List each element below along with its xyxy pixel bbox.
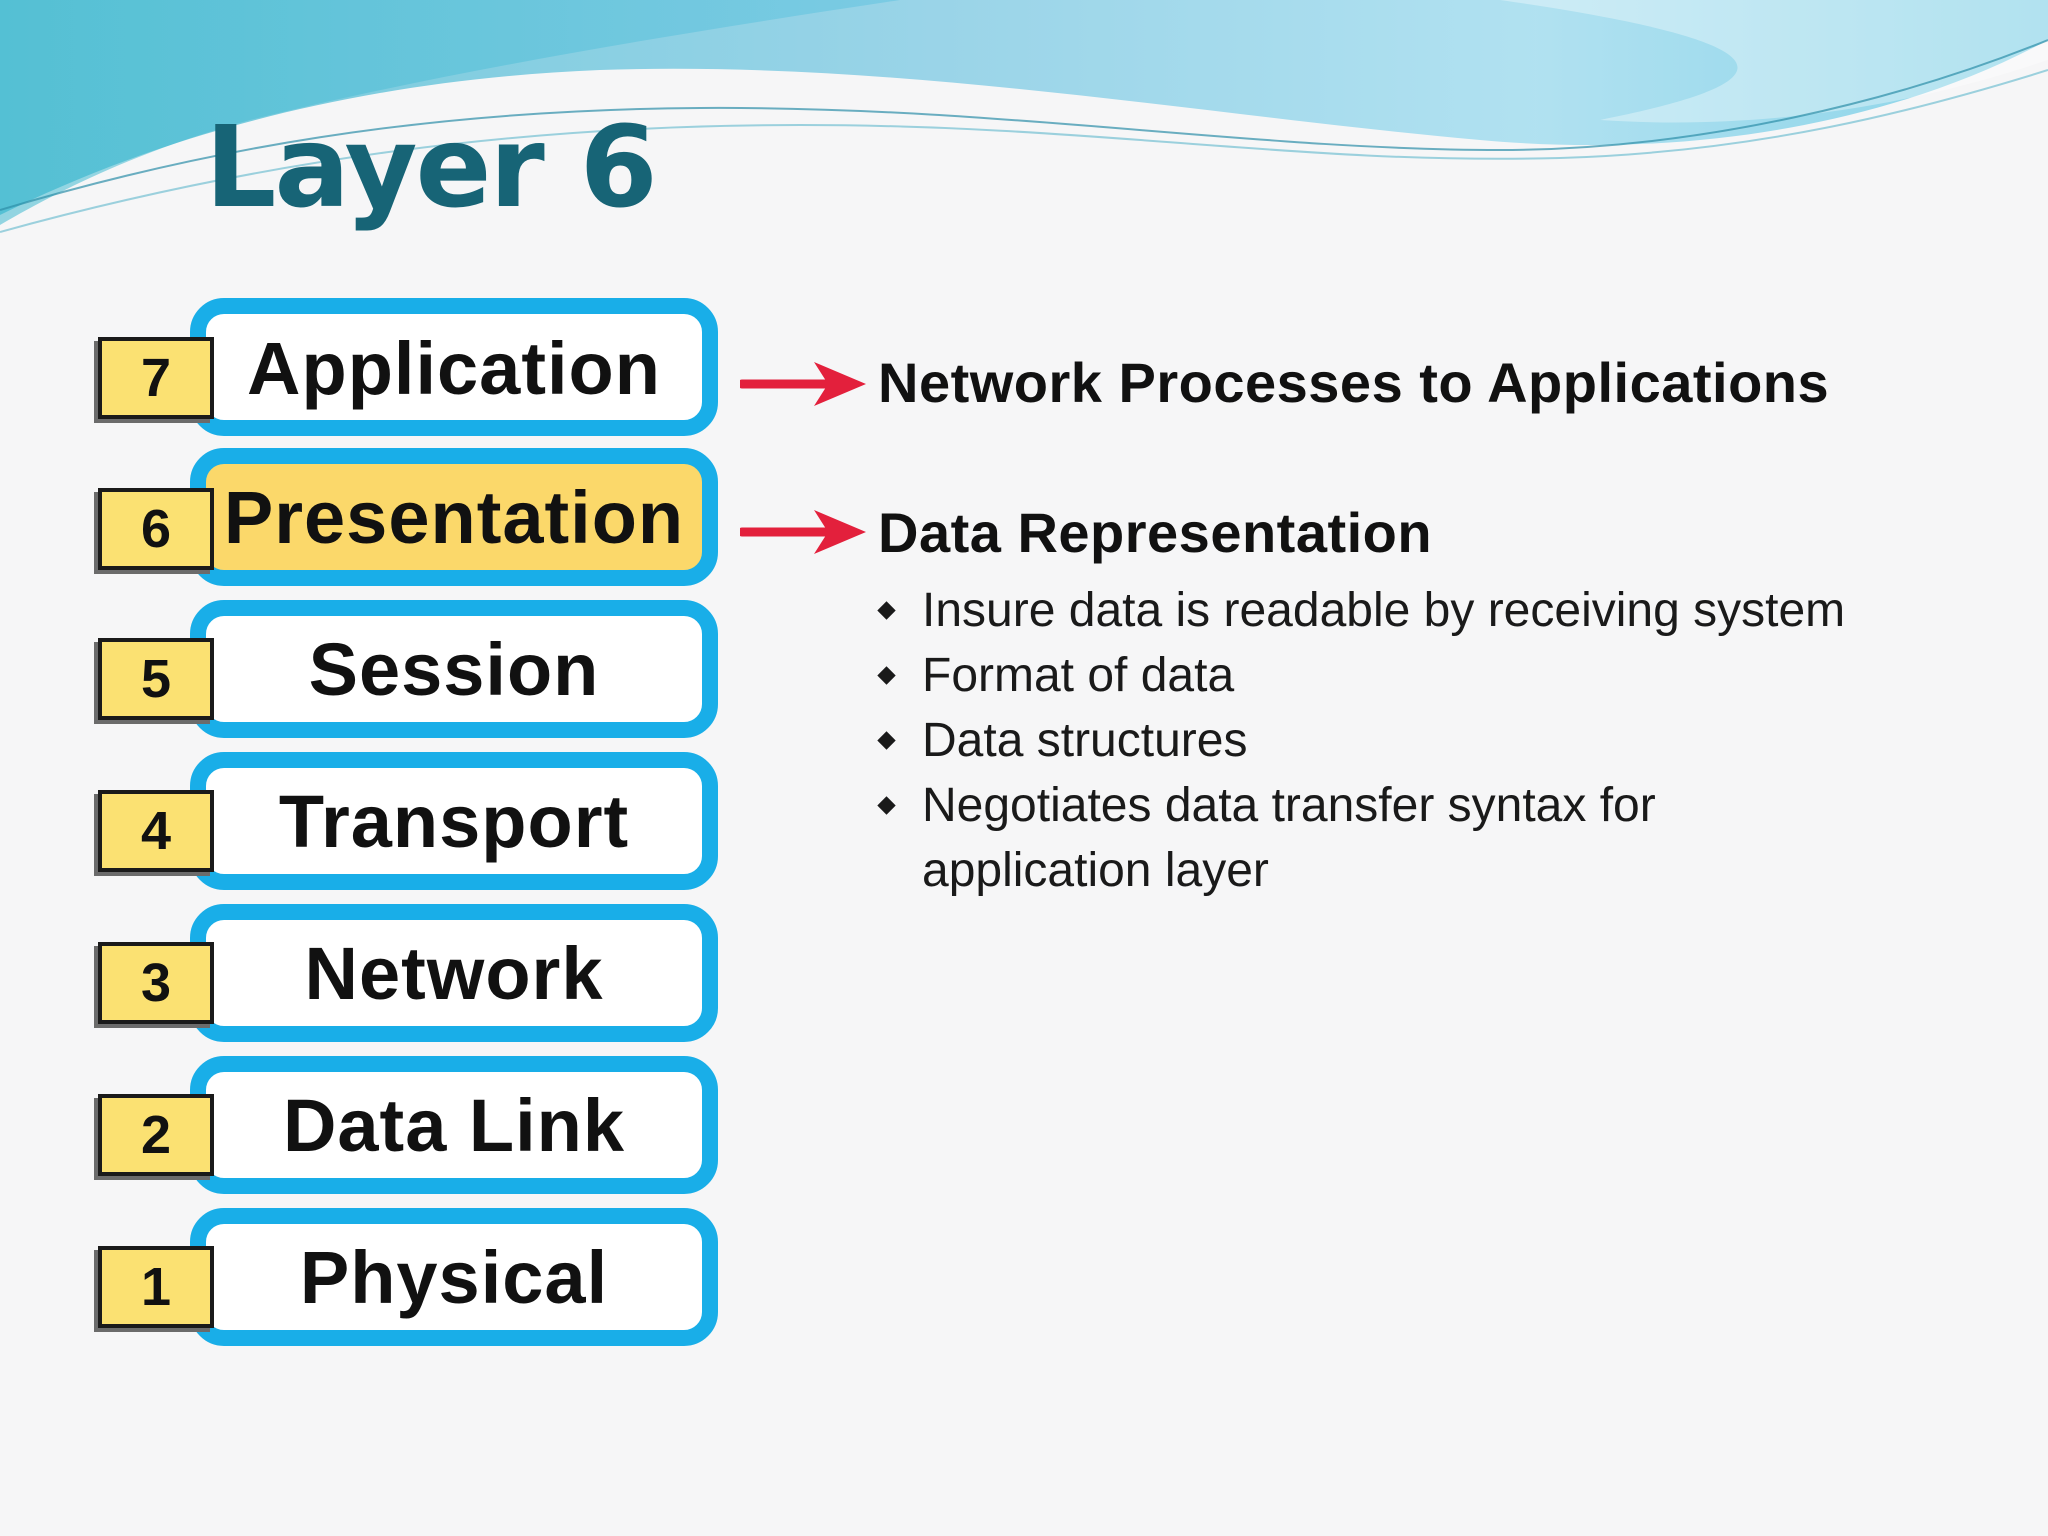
layer-box-transport [190,752,718,890]
layer-label-presentation: Presentation [223,475,685,559]
layer-number-3: 3 [98,942,214,1024]
arrow-right-icon [740,362,866,406]
diamond-bullet-icon [877,796,896,815]
layer-box-application [190,298,718,436]
layer-label-session: Session [308,627,600,711]
layer-number-4: 4 [98,790,214,872]
bullet-item: Insure data is readable by receiving sys… [877,578,1978,643]
layer-number-6: 6 [98,488,214,570]
layer-number-5: 5 [98,638,214,720]
layer-label-data-link: Data Link [282,1083,626,1167]
presentation-description: Data Representation [878,501,1433,564]
layer-box-presentation [190,448,718,586]
layer-label-application: Application [247,326,661,410]
layer-box-network [190,904,718,1042]
layer-label-physical: Physical [299,1235,609,1319]
layer-number-2: 2 [98,1094,214,1176]
bullet-item: Data structures [877,708,1978,773]
arrow-right-icon [740,510,866,554]
diamond-bullet-icon [877,666,896,685]
layer-box-data-link [190,1056,718,1194]
osi-layer-stack: Application 7 Presentation 6 Session 5 T… [0,0,760,1400]
wave-banner [0,0,2048,233]
bullet-item: Negotiates data transfer syntax for appl… [877,773,1772,903]
application-description: Network Processes to Applications [878,351,1830,414]
layer-box-session [190,600,718,738]
bullet-text: Insure data is readable by receiving sys… [922,584,1846,637]
bullet-item: Format of data [877,643,1978,708]
bullet-text: Negotiates data transfer syntax for appl… [922,779,1656,897]
diamond-bullet-icon [877,731,896,750]
bullet-text: Format of data [922,649,1235,702]
layer-label-network: Network [304,931,604,1015]
diamond-bullet-icon [877,601,896,620]
slide-title: Layer 6 [205,103,658,233]
layer-number-7: 7 [98,337,214,419]
presentation-bullet-list: Insure data is readable by receiving sys… [877,578,1978,903]
layer-label-transport: Transport [278,779,630,863]
bullet-text: Data structures [922,714,1248,767]
layer-number-1: 1 [98,1246,214,1328]
